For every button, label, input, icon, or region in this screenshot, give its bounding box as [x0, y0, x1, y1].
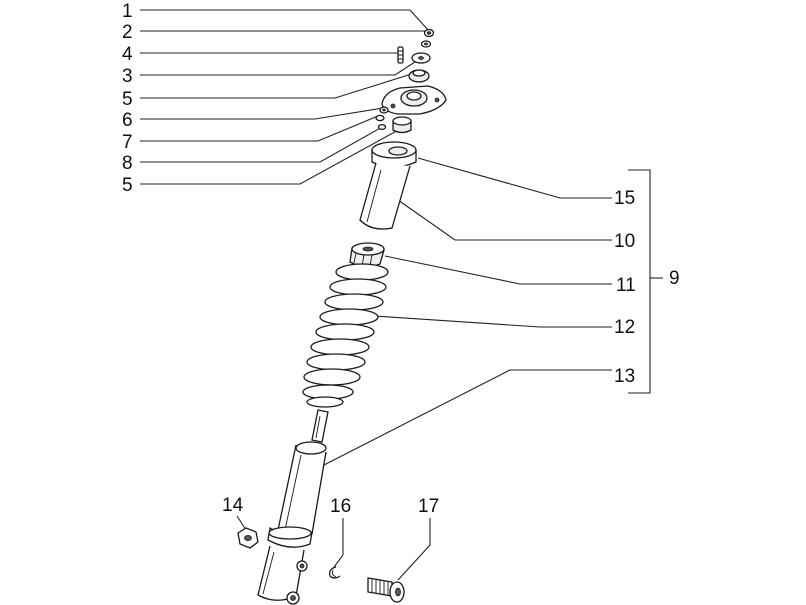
callout-1: 1 — [122, 1, 133, 22]
part-15-cover-cap — [371, 141, 417, 168]
part-12-coil-spring — [302, 263, 389, 408]
part-11-bump-stop — [349, 242, 385, 268]
leader-line-12 — [373, 315, 612, 328]
part-1-nut — [423, 28, 435, 38]
part-5-lower-bush — [392, 116, 412, 134]
callout-5-upper: 5 — [122, 89, 133, 110]
callout-14: 14 — [222, 495, 244, 516]
leader-line-16 — [333, 518, 344, 568]
leader-line-10 — [397, 199, 612, 241]
part-4-stud — [397, 46, 404, 64]
shock-rod — [311, 409, 329, 443]
part-13-damper-body — [257, 441, 327, 605]
part-2-washer — [420, 40, 432, 48]
callout-3: 3 — [122, 66, 133, 87]
callout-5-lower: 5 — [122, 175, 133, 196]
upper-mount-plate — [381, 85, 447, 115]
leader-line-15 — [417, 157, 612, 199]
callout-2: 2 — [122, 22, 133, 43]
part-5-upper-bush — [408, 69, 430, 83]
callout-15: 15 — [614, 188, 635, 209]
part-16-clip — [328, 566, 341, 579]
callout-11: 11 — [616, 275, 636, 296]
part-8-washer — [377, 123, 387, 131]
callout-10: 10 — [614, 231, 635, 252]
leader-line-5-upper — [140, 71, 419, 99]
leader-line-17 — [397, 518, 431, 581]
part-14-hex-nut — [237, 527, 259, 549]
part-3-washer — [411, 52, 431, 64]
leader-line-8 — [140, 125, 385, 163]
leader-line-7 — [140, 115, 379, 142]
leader-line-5-lower — [140, 127, 403, 185]
leader-line-14 — [236, 515, 247, 531]
callout-7: 7 — [122, 132, 133, 153]
callout-4: 4 — [122, 44, 133, 65]
leader-line-11 — [384, 255, 612, 285]
callout-9: 9 — [669, 268, 680, 289]
callout-8: 8 — [122, 153, 133, 174]
part-6-nut — [379, 106, 389, 114]
callout-6: 6 — [122, 110, 133, 131]
part-17-bolt — [367, 577, 405, 603]
callout-16: 16 — [330, 496, 351, 517]
part-10-dust-cover — [359, 162, 411, 230]
leader-line-1 — [140, 9, 429, 31]
part-7-washer — [375, 114, 385, 122]
callout-13: 13 — [614, 366, 635, 387]
group-bracket-9 — [628, 169, 651, 394]
leader-line-13 — [321, 369, 612, 467]
callout-17: 17 — [418, 496, 439, 517]
leader-line-3 — [140, 59, 419, 76]
callout-12: 12 — [614, 317, 635, 338]
leader-line-6 — [140, 107, 384, 120]
